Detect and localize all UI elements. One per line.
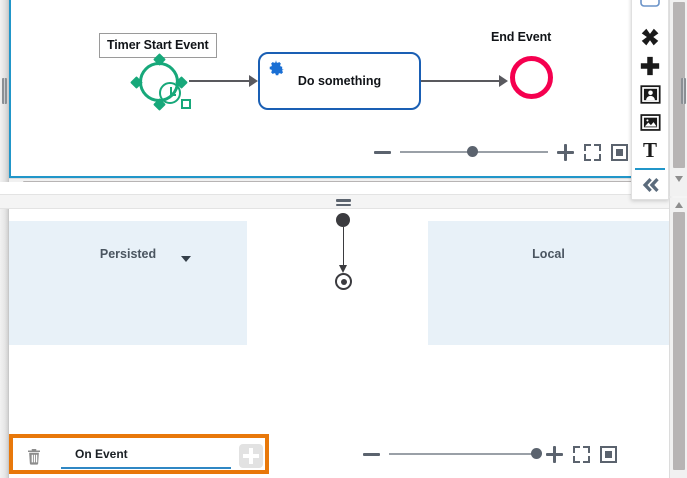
vertical-scrollbar-bottom[interactable]: [669, 198, 687, 478]
bpmn-horizontal-scrollbar-thumb[interactable]: [23, 181, 659, 182]
add-event-button[interactable]: [239, 444, 263, 468]
bpmn-horizontal-scrollbar[interactable]: [9, 178, 669, 182]
person-icon: [639, 84, 661, 104]
timer-start-event-node[interactable]: [130, 53, 191, 111]
bpmn-zoom-slider-handle[interactable]: [466, 146, 478, 158]
service-task-node[interactable]: Do something: [258, 52, 421, 110]
palette-item-delete[interactable]: [631, 23, 669, 51]
state-fit-to-screen-button[interactable]: [573, 445, 590, 463]
state-zoom-in-button[interactable]: [546, 445, 563, 463]
pane-splitter-grip-icon[interactable]: [336, 199, 351, 206]
left-splitter-grip-top[interactable]: [2, 78, 7, 104]
palette-item-task[interactable]: [631, 0, 669, 23]
timer-clock-icon: [159, 82, 181, 104]
left-splitter-bottom[interactable]: [0, 209, 9, 478]
palette-collapse-button[interactable]: [631, 171, 669, 199]
region-local-title: Local: [532, 247, 565, 261]
bpmn-zoom-controls: [374, 142, 634, 162]
state-zoom-controls: [363, 444, 623, 464]
event-name-input[interactable]: On Event: [61, 443, 231, 469]
state-zoom-slider-handle[interactable]: [531, 448, 543, 460]
event-editor-bar[interactable]: On Event: [9, 434, 269, 474]
region-local[interactable]: Local: [428, 221, 669, 345]
right-splitter-grip[interactable]: [680, 78, 686, 104]
state-transition-arrowhead: [339, 265, 347, 273]
palette-item-image[interactable]: [631, 108, 669, 136]
shape-palette-toolbar: T: [631, 0, 669, 200]
chevron-down-icon[interactable]: [181, 256, 191, 262]
state-transition-line: [342, 227, 345, 269]
rounded-rect-icon: [640, 0, 660, 7]
vertical-scrollbar-top-thumb[interactable]: [673, 2, 685, 168]
bpmn-zoom-slider[interactable]: [400, 146, 548, 158]
selection-handle-resize[interactable]: [181, 99, 191, 109]
sequence-flow-1-line: [189, 80, 249, 82]
timer-start-event-label: Timer Start Event: [107, 38, 209, 52]
plus-cross-icon: [640, 56, 660, 75]
gear-icon: [269, 60, 285, 76]
left-splitter-top[interactable]: [0, 0, 9, 182]
end-event-node[interactable]: [510, 56, 553, 99]
x-cross-icon: [641, 29, 659, 46]
clock-hand-minute: [170, 87, 172, 96]
palette-item-participant[interactable]: [631, 80, 669, 108]
vertical-scrollbar-bottom-thumb[interactable]: [673, 212, 685, 470]
bpmn-actual-size-button[interactable]: [611, 143, 628, 161]
sequence-flow-2-arrowhead: [499, 75, 508, 87]
trash-icon[interactable]: [25, 447, 43, 466]
bpmn-canvas-frame[interactable]: Timer Start Event: [9, 0, 669, 178]
bpmn-canvas[interactable]: Timer Start Event: [11, 0, 667, 176]
palette-divider: [635, 167, 665, 170]
state-zoom-slider[interactable]: [389, 448, 543, 460]
timer-start-event-circle: [139, 62, 181, 104]
final-state-node[interactable]: [335, 273, 352, 290]
double-chevron-left-icon: [642, 177, 659, 192]
pane-splitter[interactable]: [0, 194, 687, 209]
sequence-flow-2-line: [421, 80, 499, 82]
vertical-scrollbar-top[interactable]: [669, 0, 687, 196]
initial-state-node[interactable]: [336, 213, 350, 227]
region-persisted-title: Persisted: [99, 247, 157, 261]
sequence-flow-1-arrowhead: [249, 75, 258, 87]
palette-item-text[interactable]: T: [631, 136, 669, 164]
state-zoom-out-button[interactable]: [363, 452, 380, 456]
state-actual-size-button[interactable]: [600, 445, 617, 463]
bpmn-zoom-in-button[interactable]: [557, 143, 574, 161]
service-task-label: Do something: [297, 74, 382, 88]
scroll-down-arrow-icon-top[interactable]: [675, 176, 683, 182]
event-name-value: On Event: [75, 447, 128, 461]
clock-hand-hour: [170, 94, 176, 96]
end-event-label: End Event: [491, 30, 552, 44]
region-persisted[interactable]: Persisted: [9, 221, 247, 345]
palette-item-add[interactable]: [631, 52, 669, 80]
scroll-up-arrow-icon-bottom[interactable]: [675, 202, 683, 208]
bpmn-zoom-out-button[interactable]: [374, 150, 391, 154]
bpmn-fit-to-screen-button[interactable]: [584, 143, 601, 161]
text-icon: T: [642, 138, 657, 163]
bpmn-diagram-pane: Timer Start Event: [0, 0, 687, 182]
image-icon: [639, 114, 661, 131]
